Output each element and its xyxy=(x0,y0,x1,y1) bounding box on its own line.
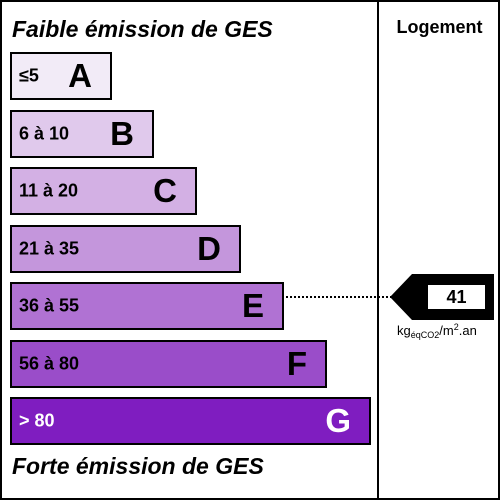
class-range-c: 11 à 20 xyxy=(19,180,79,201)
class-range-d: 21 à 35 xyxy=(19,238,80,259)
indicator-arrow-icon xyxy=(390,274,494,320)
class-range-b: 6 à 10 xyxy=(19,123,70,144)
indicator-leader-line xyxy=(286,296,392,298)
low-emission-title: Faible émission de GES xyxy=(12,16,273,42)
unit-subscript: éqCO2 xyxy=(410,330,440,340)
unit-per-area: /m xyxy=(439,323,454,338)
class-range-a: ≤5 xyxy=(19,65,39,86)
class-bar-a: ≤5 A xyxy=(10,52,112,100)
class-bar-b: 6 à 10 B xyxy=(10,110,154,158)
class-bar-f: 56 à 80 F xyxy=(10,340,327,388)
class-letter-b: B xyxy=(110,115,134,152)
class-letter-d: D xyxy=(197,230,221,267)
class-bar-e: 36 à 55 E xyxy=(10,282,284,330)
class-range-g: > 80 xyxy=(19,410,55,431)
unit-main: kg xyxy=(397,323,411,338)
unit-per-year: .an xyxy=(458,323,477,338)
indicator-value: 41 xyxy=(446,287,467,307)
column-divider xyxy=(377,0,379,500)
class-bar-d: 21 à 35 D xyxy=(10,225,241,273)
class-bar-c: 11 à 20 C xyxy=(10,167,197,215)
unit-superscript: 2 xyxy=(453,322,459,332)
class-letter-e: E xyxy=(241,287,264,324)
class-letter-f: F xyxy=(286,345,307,382)
high-emission-title: Forte émission de GES xyxy=(12,453,264,479)
indicator-unit-label: kgéqCO2/m2.an xyxy=(397,322,477,340)
class-letter-a: A xyxy=(68,57,92,94)
class-letter-c: C xyxy=(153,172,177,209)
logement-column-header: Logement xyxy=(396,17,483,37)
class-range-f: 56 à 80 xyxy=(19,353,80,374)
class-letter-g: G xyxy=(325,402,351,439)
class-range-e: 36 à 55 xyxy=(19,295,80,316)
class-bar-g: > 80 G xyxy=(10,397,371,445)
